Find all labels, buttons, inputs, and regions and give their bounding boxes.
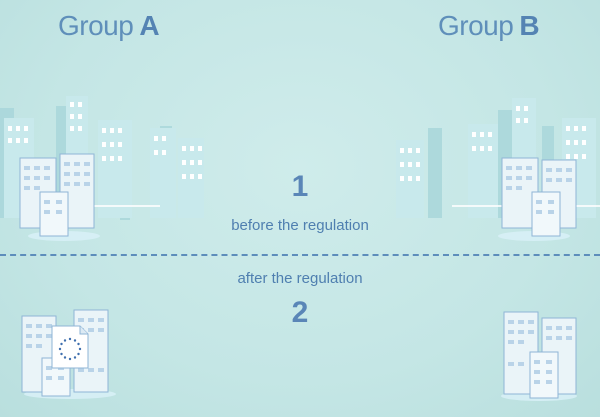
group-b-buildings-after bbox=[501, 311, 577, 401]
stage-2-number: 2 bbox=[291, 296, 309, 329]
stage-2-label: after the regulation bbox=[237, 270, 363, 287]
group-a-skyline-before bbox=[0, 96, 204, 241]
group-b-letter: B bbox=[519, 10, 540, 41]
group-b-skyline-before bbox=[396, 98, 600, 241]
eu-document-icon bbox=[51, 325, 89, 369]
mid-tower-windows bbox=[8, 102, 202, 179]
group-b-prefix: Group bbox=[438, 10, 514, 41]
front-buildings bbox=[19, 153, 100, 241]
stage-1-label: before the regulation bbox=[231, 217, 369, 234]
stage-divider bbox=[0, 254, 600, 256]
group-a-buildings-after bbox=[21, 309, 116, 399]
front-buildings bbox=[498, 157, 577, 241]
group-a-letter: A bbox=[139, 10, 160, 41]
mid-tower-windows bbox=[400, 106, 586, 181]
group-a-prefix: Group bbox=[58, 10, 134, 41]
stage-1-number: 1 bbox=[291, 170, 309, 203]
